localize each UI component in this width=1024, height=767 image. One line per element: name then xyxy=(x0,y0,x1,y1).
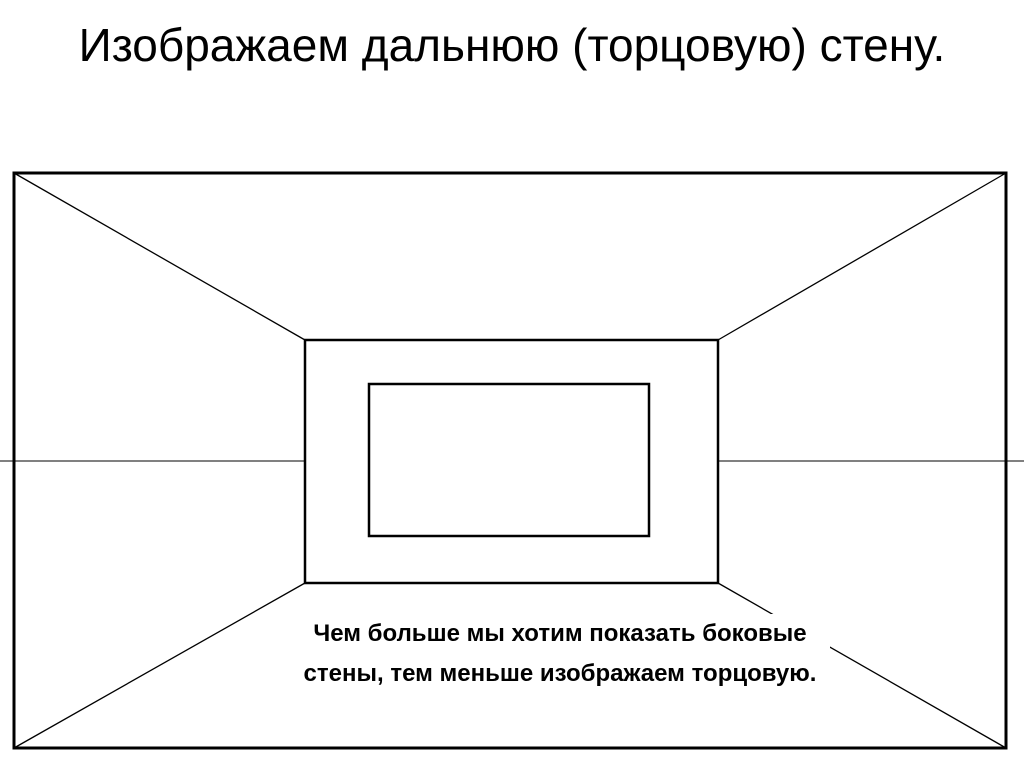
slide-title: Изображаем дальнюю (торцовую) стену. xyxy=(78,19,946,71)
caption-text: Чем больше мы хотим показать боковые сте… xyxy=(290,614,830,694)
edge-line-bottom-left xyxy=(13,582,306,749)
end-wall-window xyxy=(367,382,651,538)
edge-line-top-right xyxy=(717,172,1007,341)
edge-line-bottom-right xyxy=(717,582,1007,749)
edge-line-top-left xyxy=(13,172,306,341)
outer-frame xyxy=(12,171,1008,750)
